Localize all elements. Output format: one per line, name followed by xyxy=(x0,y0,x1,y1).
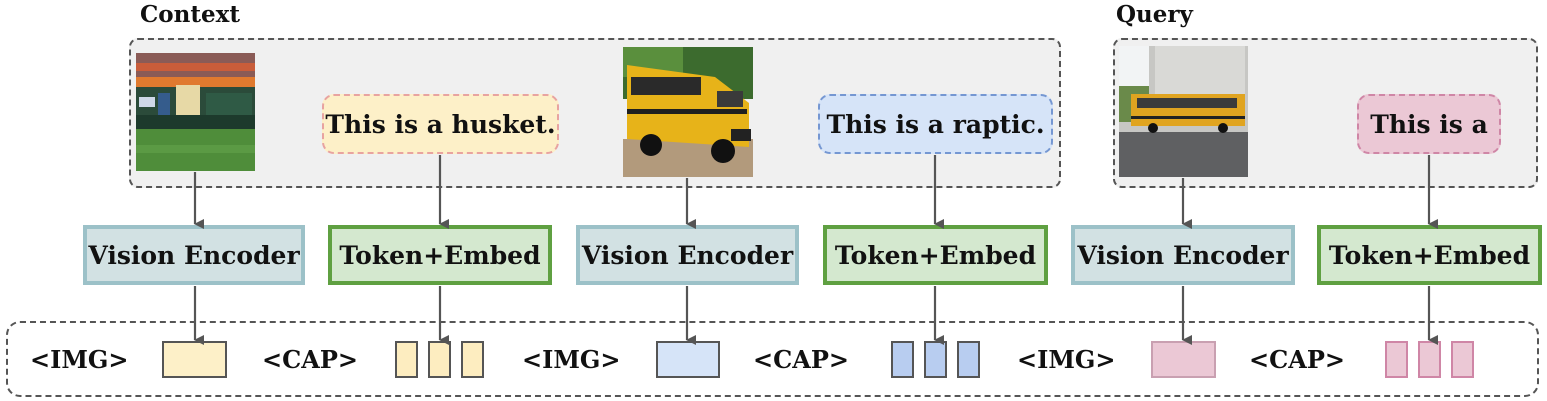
cap-tag-1: <CAP> xyxy=(262,345,358,374)
token-embed-1: Token+Embed xyxy=(328,225,552,285)
caption-husket: This is a husket. xyxy=(322,94,559,154)
token-embed-3: Token+Embed xyxy=(1317,225,1542,285)
img-tag-1: <IMG> xyxy=(30,345,129,374)
caption-token-1c xyxy=(461,341,484,378)
caption-token-1a xyxy=(395,341,418,378)
cap-tag-3: <CAP> xyxy=(1249,345,1345,374)
vision-encoder-3: Vision Encoder xyxy=(1071,225,1295,285)
token-embed-2: Token+Embed xyxy=(823,225,1048,285)
context-heading: Context xyxy=(140,1,240,28)
image-token-2 xyxy=(656,341,720,378)
query-heading: Query xyxy=(1116,1,1193,28)
vision-encoder-1: Vision Encoder xyxy=(83,225,305,285)
vision-encoder-2: Vision Encoder xyxy=(576,225,799,285)
image-token-3 xyxy=(1151,341,1216,378)
caption-raptic: This is a raptic. xyxy=(818,94,1053,154)
caption-query: This is a xyxy=(1357,94,1501,154)
school-bus-image xyxy=(623,47,753,177)
image-token-1 xyxy=(162,341,227,378)
caption-token-3a xyxy=(1385,341,1408,378)
img-tag-3: <IMG> xyxy=(1017,345,1116,374)
cap-tag-2: <CAP> xyxy=(753,345,849,374)
query-bus-image xyxy=(1119,46,1248,177)
img-tag-2: <IMG> xyxy=(522,345,621,374)
caption-token-1b xyxy=(428,341,451,378)
caption-token-3b xyxy=(1418,341,1441,378)
caption-token-2a xyxy=(891,341,914,378)
caption-token-3c xyxy=(1451,341,1474,378)
token-sequence xyxy=(6,321,1539,397)
baseball-stadium-image xyxy=(136,53,255,171)
caption-token-2c xyxy=(957,341,980,378)
caption-token-2b xyxy=(924,341,947,378)
